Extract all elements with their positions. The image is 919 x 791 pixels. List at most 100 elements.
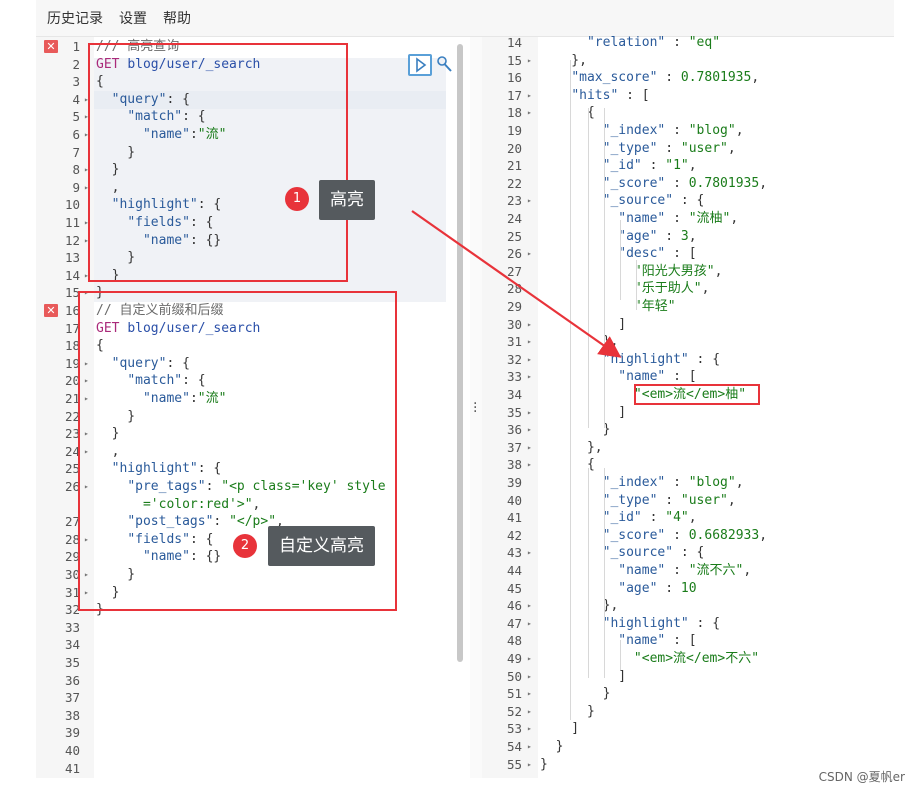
fold-marker-icon[interactable]: ▸ xyxy=(527,671,532,681)
code-line: "_id" : "4", xyxy=(540,509,697,527)
code-line: "_type" : "user", xyxy=(540,140,736,158)
fold-marker-icon[interactable]: ▸ xyxy=(84,570,89,579)
fold-marker-icon[interactable]: ▸ xyxy=(527,548,532,558)
code-token: , xyxy=(759,175,768,191)
fold-marker-icon[interactable]: ▸ xyxy=(527,196,532,206)
fold-marker-icon[interactable]: ▸ xyxy=(84,376,89,386)
fold-marker-icon[interactable]: ▸ xyxy=(84,429,89,439)
fold-marker-icon[interactable]: ▸ xyxy=(84,587,89,597)
code-line: }, xyxy=(540,439,603,457)
fold-marker-icon[interactable]: ▸ xyxy=(527,337,532,347)
code-line: } xyxy=(540,738,564,756)
wrench-button[interactable] xyxy=(435,54,453,76)
code-token: : { xyxy=(673,193,705,209)
fold-marker-icon[interactable]: ▸ xyxy=(527,372,532,382)
fold-marker-icon[interactable]: ▸ xyxy=(527,689,532,699)
code-token: , xyxy=(714,263,723,279)
callout-badge-2: 2 xyxy=(233,534,257,558)
fold-marker-icon[interactable]: ▸ xyxy=(527,654,532,663)
line-number: 32 xyxy=(506,351,522,367)
fold-marker-icon[interactable]: ▸ xyxy=(527,724,532,734)
line-number: 22 xyxy=(506,175,522,191)
fold-marker-icon[interactable]: ▸ xyxy=(527,249,532,259)
code-line: "name": {} xyxy=(96,232,221,250)
code-token: "<em>流</em>不六" xyxy=(633,651,760,666)
fold-marker-icon[interactable]: ▸ xyxy=(84,482,89,491)
code-token: } xyxy=(96,408,136,424)
error-icon[interactable]: ✕ xyxy=(44,304,58,317)
line-number: 41 xyxy=(64,760,80,776)
code-token xyxy=(540,545,603,560)
menu-help[interactable]: 帮助 xyxy=(163,11,191,27)
line-number: 55 xyxy=(506,756,522,772)
code-token: : {} xyxy=(189,232,222,248)
fold-marker-icon[interactable]: ▸ xyxy=(527,108,532,118)
fold-marker-icon[interactable]: ▸ xyxy=(84,94,89,104)
fold-marker-icon[interactable]: ▸ xyxy=(84,165,89,175)
menu-history[interactable]: 历史记录 xyxy=(47,11,103,27)
code-token: "name" xyxy=(142,232,190,248)
code-token: : { xyxy=(189,531,214,547)
fold-marker-icon[interactable]: ▸ xyxy=(84,394,89,403)
request-scrollbar[interactable] xyxy=(457,44,463,662)
menu-settings[interactable]: 设置 xyxy=(119,11,147,27)
code-line: ] xyxy=(540,720,579,738)
code-token: : {} xyxy=(189,549,222,565)
code-token: : xyxy=(665,475,689,490)
code-token: } xyxy=(96,267,120,283)
indent-guide xyxy=(588,468,589,678)
code-token: "_index" xyxy=(602,123,666,138)
fold-marker-icon[interactable]: ▸ xyxy=(84,112,89,122)
fold-marker-icon[interactable]: ▸ xyxy=(527,354,532,364)
code-token: }, xyxy=(540,334,619,350)
fold-marker-icon[interactable]: ▸ xyxy=(527,742,532,751)
fold-marker-icon[interactable]: ▸ xyxy=(527,407,532,417)
code-token: /// 高亮查询 xyxy=(96,39,180,54)
fold-marker-icon[interactable]: ▸ xyxy=(527,706,532,716)
fold-marker-icon[interactable]: ▸ xyxy=(527,425,532,435)
code-token: : xyxy=(657,70,681,86)
code-token: "blog" xyxy=(688,475,736,490)
fold-marker-icon[interactable]: ▸ xyxy=(84,130,89,139)
error-icon[interactable]: ✕ xyxy=(44,40,58,53)
code-line: // 自定义前缀和后缀 xyxy=(96,302,223,320)
code-token: "fields" xyxy=(127,215,190,230)
fold-marker-icon[interactable]: ▸ xyxy=(84,218,89,227)
code-token xyxy=(540,493,603,508)
code-token: "user" xyxy=(680,492,728,508)
code-token xyxy=(540,369,618,384)
fold-marker-icon[interactable]: ▸ xyxy=(527,442,532,452)
fold-marker-icon[interactable]: ▸ xyxy=(527,601,532,611)
code-line: "<em>流</em>不六" xyxy=(540,650,759,668)
code-token: "highlight" xyxy=(602,615,689,631)
code-token: , xyxy=(688,510,697,526)
line-number: 48 xyxy=(506,633,522,649)
response-gutter xyxy=(482,37,538,778)
code-line: "age" : 3, xyxy=(540,228,696,246)
fold-marker-icon[interactable]: ▸ xyxy=(84,270,89,280)
fold-marker-icon[interactable]: ▸ xyxy=(527,55,532,65)
code-token: }, xyxy=(540,598,619,614)
fold-marker-icon[interactable]: ▸ xyxy=(527,460,532,470)
fold-marker-icon[interactable]: ▸ xyxy=(84,358,89,368)
line-number: 20 xyxy=(64,373,80,389)
fold-marker-icon[interactable]: ▸ xyxy=(527,759,532,769)
fold-marker-icon[interactable]: ▸ xyxy=(527,90,532,100)
drag-handle-icon[interactable]: ··· xyxy=(473,396,478,420)
code-line: "age" : 10 xyxy=(540,580,696,598)
fold-marker-icon[interactable]: ▸ xyxy=(84,235,89,245)
code-token xyxy=(540,193,603,208)
run-request-button[interactable] xyxy=(408,54,432,76)
code-line: "name":"流" xyxy=(96,126,226,144)
code-token: , xyxy=(688,158,697,174)
fold-marker-icon[interactable]: ▸ xyxy=(527,618,532,628)
fold-marker-icon[interactable]: ▸ xyxy=(84,534,89,544)
fold-marker-icon[interactable]: ▸ xyxy=(84,182,89,192)
code-line: } xyxy=(540,703,595,721)
fold-marker-icon[interactable]: ▸ xyxy=(84,446,89,456)
code-token: blog/user/_search xyxy=(127,320,261,336)
code-token: }, xyxy=(540,52,587,68)
code-token: } xyxy=(540,703,595,719)
fold-marker-icon[interactable]: ▸ xyxy=(527,319,532,329)
code-token: : xyxy=(641,158,666,174)
